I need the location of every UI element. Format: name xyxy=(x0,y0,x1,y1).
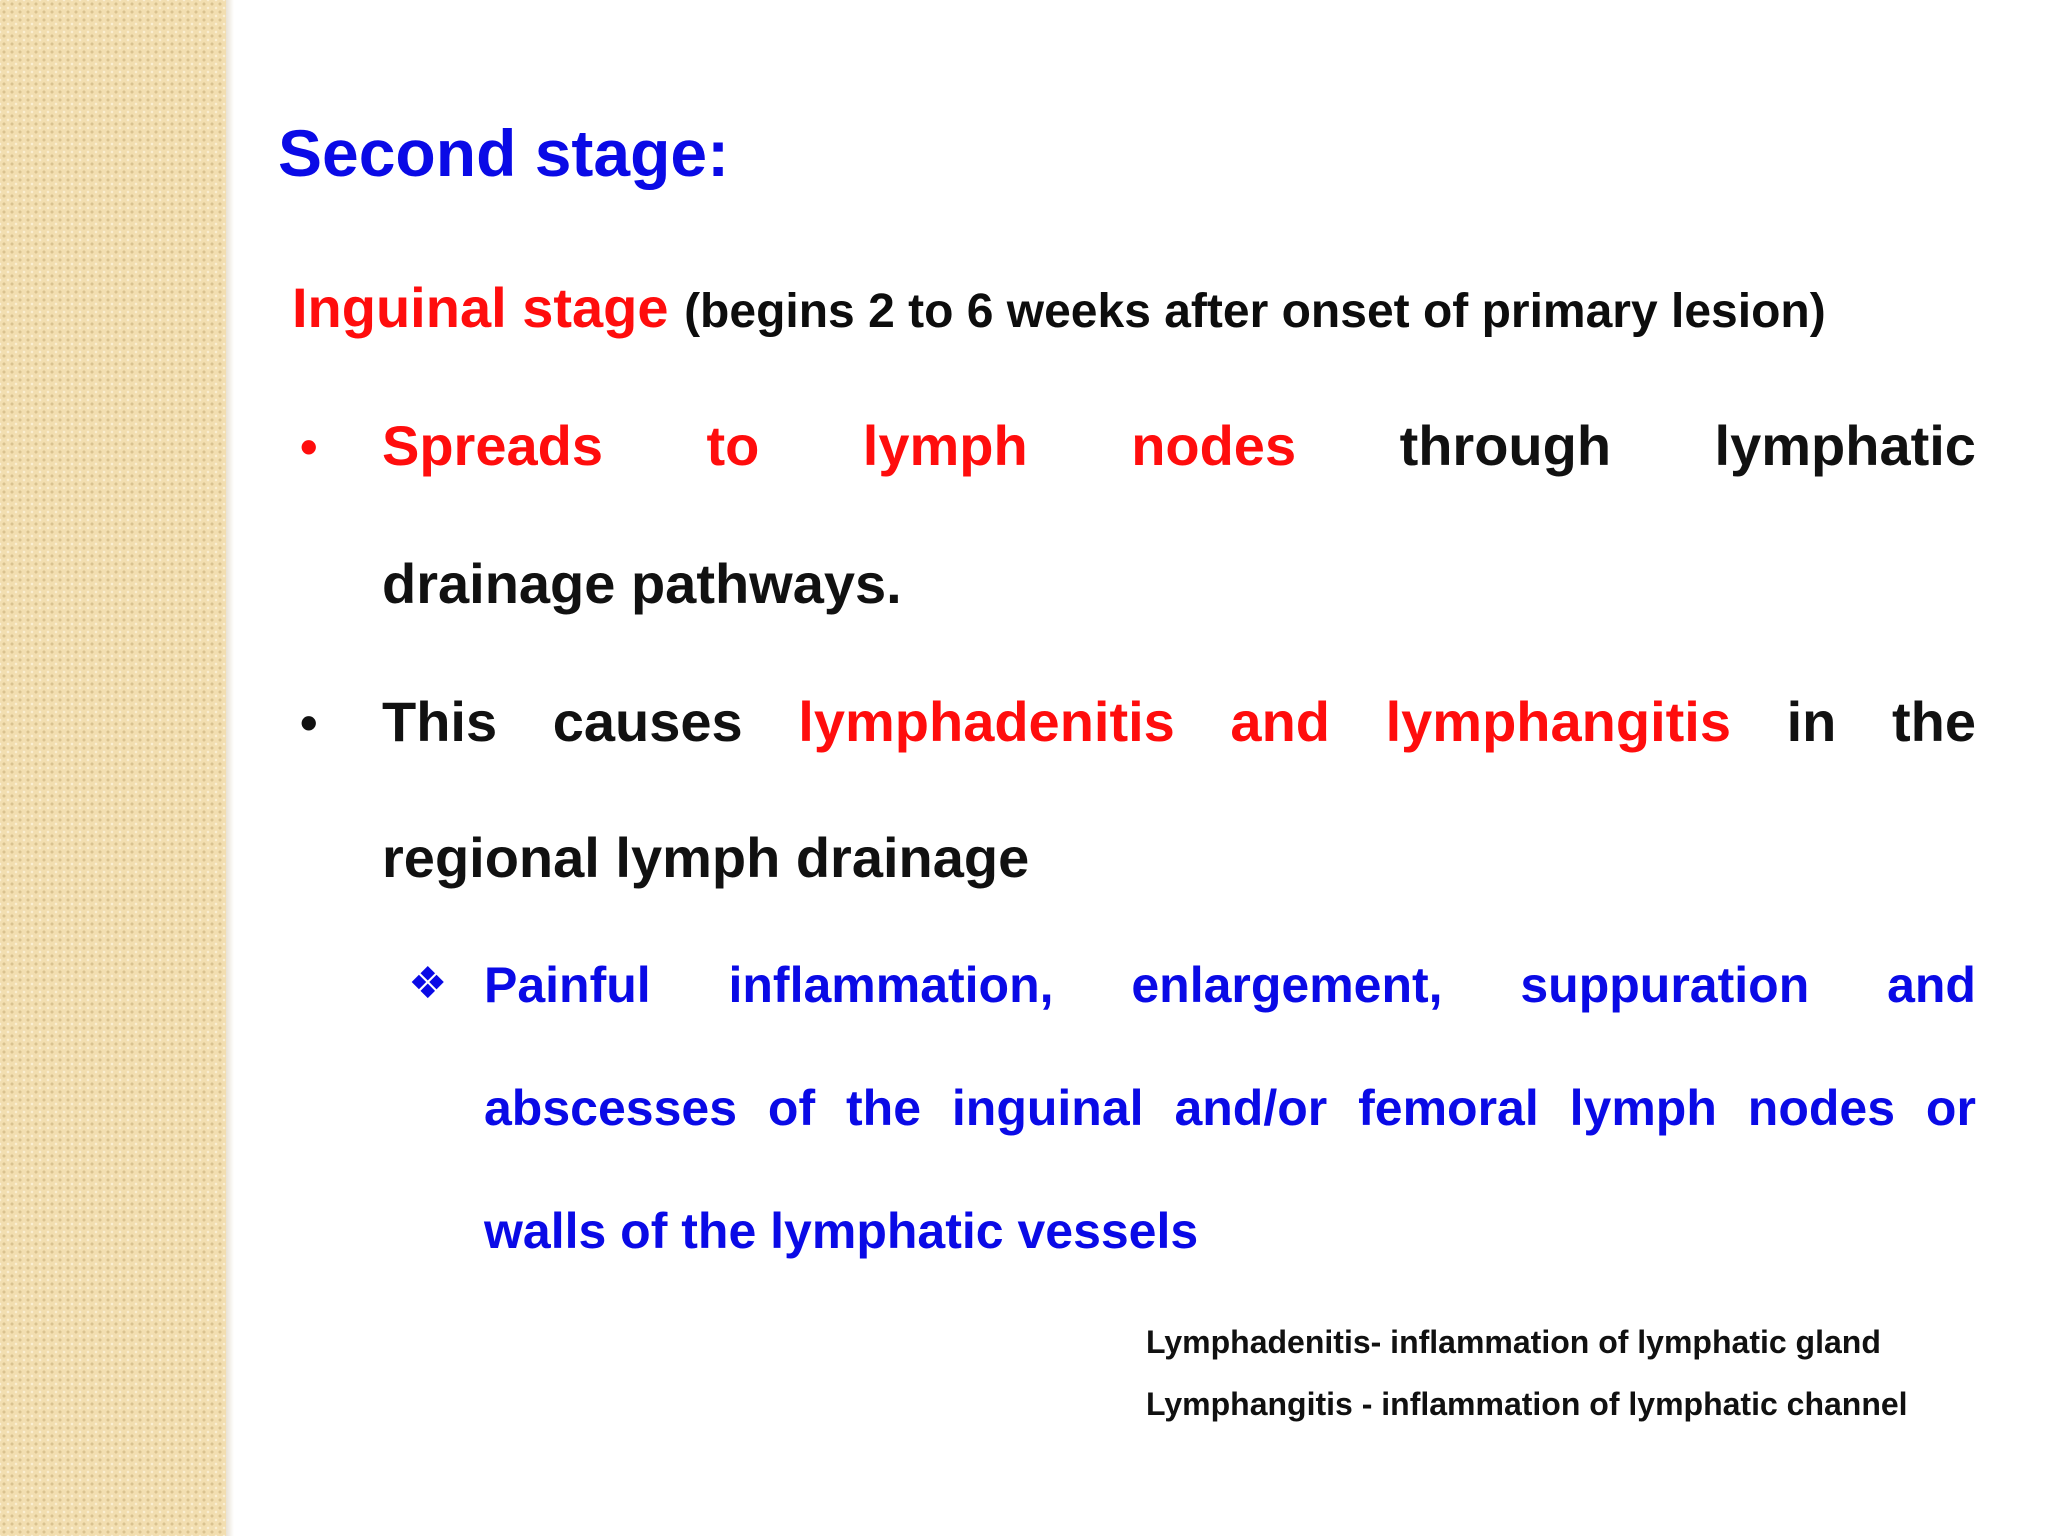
bullet-word: nodes xyxy=(1131,414,1297,477)
bullet-word: and xyxy=(1230,690,1330,753)
bullet-word: causes xyxy=(552,690,743,753)
bullet-word: lymphangitis xyxy=(1385,690,1731,753)
bullet-word: lymphatic xyxy=(1714,414,1976,477)
bullet-marker: • xyxy=(300,695,318,751)
slide-title: Second stage: xyxy=(278,116,730,190)
bullet-word: in xyxy=(1786,690,1837,753)
bullet-1-line-2: drainage pathways. xyxy=(382,556,1976,612)
sub-bullet-word: nodes xyxy=(1747,1080,1896,1136)
sub-bullet-word: or xyxy=(1925,1080,1976,1136)
bullet-word: This xyxy=(382,690,498,753)
sub-bullet-word: Painful xyxy=(484,957,651,1013)
sub-bullet-word: and xyxy=(1887,957,1976,1013)
subtitle-note: (begins 2 to 6 weeks after onset of prim… xyxy=(684,285,1826,338)
bullet-text: drainage pathways. xyxy=(382,552,902,615)
sub-bullet-word: suppuration xyxy=(1520,957,1810,1013)
sub-bullet-word: enlargement, xyxy=(1131,957,1443,1013)
sub-bullet-word: femoral xyxy=(1358,1080,1539,1136)
bullet-word: to xyxy=(706,414,760,477)
sub-bullet-word: abscesses xyxy=(484,1080,738,1136)
bullet-word: lymph xyxy=(862,414,1028,477)
bullet-word: the xyxy=(1891,690,1976,753)
side-band-shadow xyxy=(226,0,234,1536)
sub-bullet-word: the xyxy=(846,1080,921,1136)
sub-bullet-word: of xyxy=(767,1080,816,1136)
sub-bullet-word: lymph xyxy=(1569,1080,1717,1136)
sub-bullet-word: and/or xyxy=(1174,1080,1328,1136)
footnote-lymphadenitis: Lymphadenitis- inflammation of lymphatic… xyxy=(1146,1324,1881,1360)
subtitle-highlight: Inguinal stage xyxy=(292,276,669,339)
sub-bullet-text: walls of the lymphatic vessels xyxy=(484,1203,1199,1259)
sub-bullet-word: inguinal xyxy=(951,1080,1144,1136)
sub-bullet-line-1: Painful inflammation, enlargement, suppu… xyxy=(484,960,1976,1010)
bullet-text: regional lymph drainage xyxy=(382,826,1030,889)
sub-bullet-word: inflammation, xyxy=(728,957,1054,1013)
slide-subtitle: Inguinal stage (begins 2 to 6 weeks afte… xyxy=(292,280,1826,336)
bullet-word: through xyxy=(1399,414,1612,477)
decorative-side-band xyxy=(0,0,226,1536)
bullet-word: Spreads xyxy=(382,414,603,477)
bullet-marker: • xyxy=(300,419,318,475)
bullet-word: lymphadenitis xyxy=(798,690,1175,753)
footnote-lymphangitis: Lymphangitis - inflammation of lymphatic… xyxy=(1146,1386,1908,1422)
bullet-2-line-2: regional lymph drainage xyxy=(382,830,1976,886)
sub-bullet-line-3: walls of the lymphatic vessels xyxy=(484,1206,1976,1256)
sub-bullet-line-2: abscesses of the inguinal and/or femoral… xyxy=(484,1083,1976,1133)
bullet-1-line-1: Spreads to lymph nodes through lymphatic xyxy=(382,418,1976,474)
diamond-bullet-icon: ❖ xyxy=(408,959,448,1008)
bullet-2-line-1: This causes lymphadenitis and lymphangit… xyxy=(382,694,1976,750)
